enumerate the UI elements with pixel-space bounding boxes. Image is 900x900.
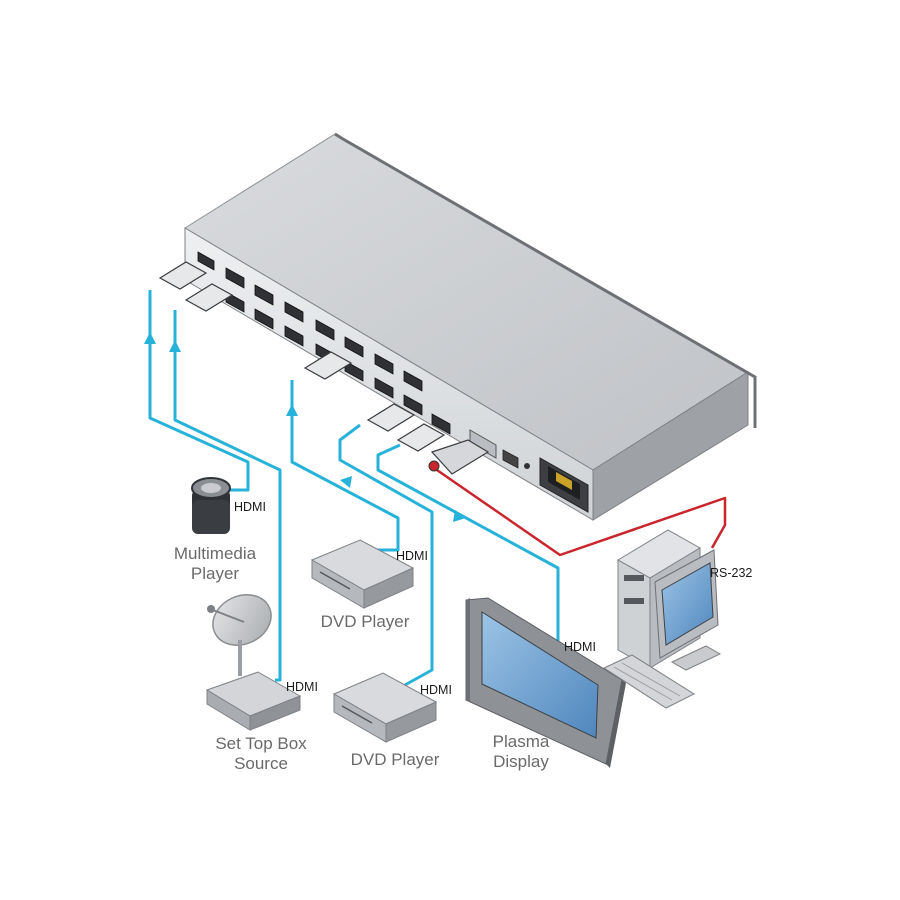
hdmi-input-ports: [197, 251, 451, 435]
rs232-tag: RS-232: [710, 566, 753, 580]
set-top-box-label: Set Top Box Source: [196, 734, 326, 774]
plasma-display-label-line1: Plasma: [492, 732, 550, 751]
hdmi-tag-multimedia: HDMI: [234, 500, 266, 514]
hdmi-cables: [148, 290, 560, 687]
rs232-connector: [428, 439, 490, 475]
hdmi-tag-settopbox: HDMI: [286, 680, 318, 694]
set-top-box-label-line1: Set Top Box: [215, 734, 307, 753]
rs232-cable: [433, 466, 727, 557]
dvd-player-top-label: DVD Player: [320, 612, 410, 631]
dvd-player-icon-bottom: [332, 672, 438, 743]
hdmi-tag-dvd-bottom: HDMI: [420, 683, 452, 697]
computer-icon: [602, 529, 722, 709]
power-socket: [539, 457, 589, 513]
multimedia-player-label-line2: Player: [190, 564, 240, 583]
hdmi-cable-settopbox: [173, 310, 282, 682]
hdmi-cable-dvd-top: [290, 380, 400, 552]
hdmi-cable-plasma: [376, 443, 560, 648]
dvd-player-icon-top: [310, 539, 415, 609]
media-player-icon: [191, 477, 231, 534]
flow-arrows: [144, 332, 466, 522]
dvd-player-bottom-label: DVD Player: [350, 750, 440, 769]
set-top-box-icon: [205, 671, 302, 731]
hdmi-tag-plasma: HDMI: [564, 640, 596, 654]
multimedia-player-label: Multimedia Player: [150, 544, 280, 584]
hdmi-cable-dvd-bottom: [338, 423, 434, 687]
multimedia-player-label-line1: Multimedia: [173, 544, 257, 563]
rs232-port: [469, 429, 530, 469]
plasma-display-icon: [465, 597, 626, 768]
hdmi-cable-multimedia: [148, 290, 250, 492]
hdmi-tag-dvd-top: HDMI: [396, 549, 428, 563]
plasma-display-label-line2: Display: [493, 752, 549, 771]
hdmi-plugs: [158, 261, 446, 452]
set-top-box-label-line2: Source: [234, 754, 288, 773]
satellite-dish-icon: [207, 594, 272, 676]
plasma-display-label: Plasma Display: [456, 732, 586, 772]
